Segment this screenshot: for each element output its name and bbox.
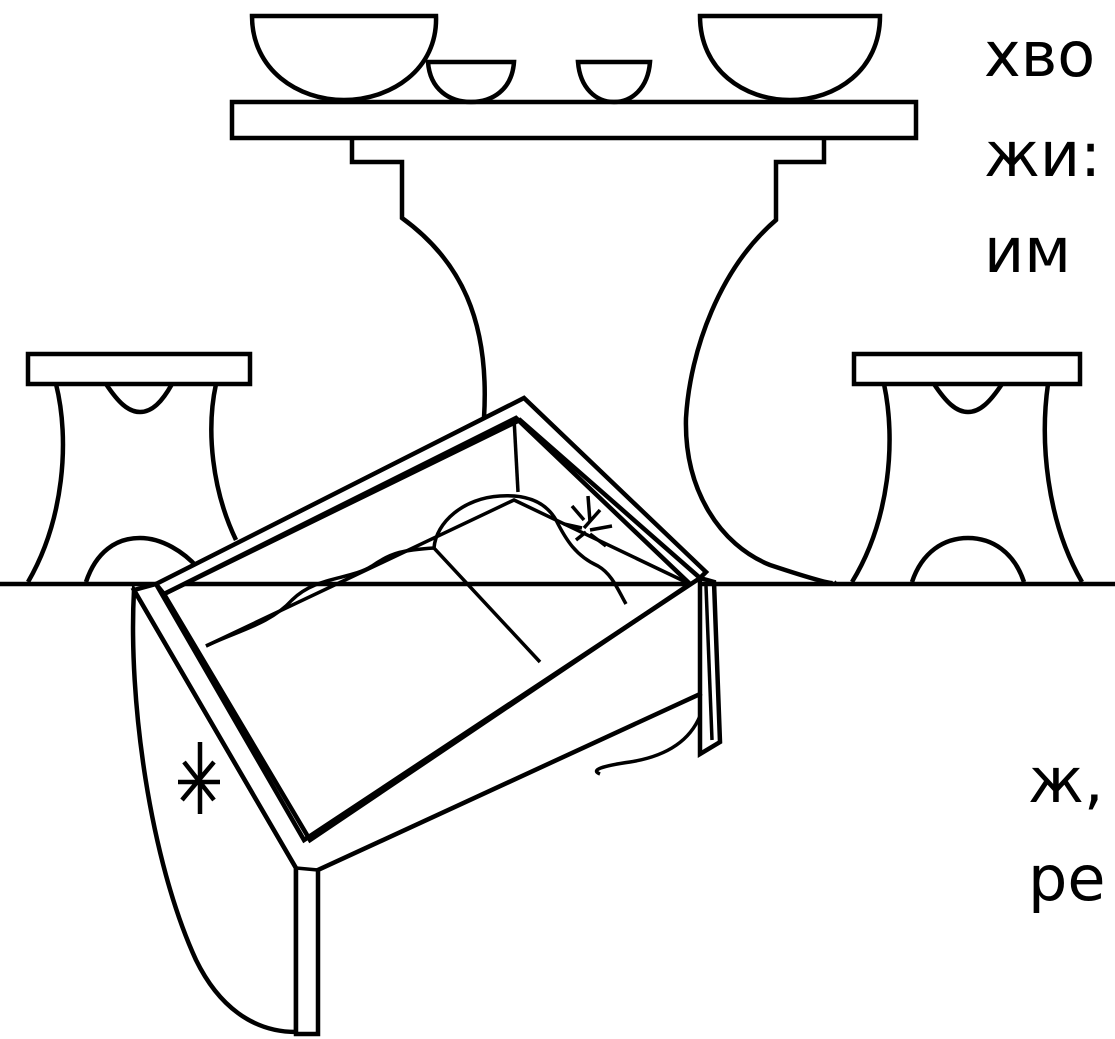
bowl-small-right	[575, 59, 653, 105]
caption-line-3: им	[984, 214, 1072, 287]
table-top	[229, 99, 919, 141]
stool-right-top	[851, 351, 1083, 387]
spark-icon	[563, 495, 613, 548]
stool-left-top-notch	[104, 382, 174, 415]
stool-left-bottom-arch	[83, 535, 200, 583]
asterisk-mark-icon	[178, 742, 220, 814]
bowl-large-right	[697, 13, 883, 103]
table-leg	[349, 138, 487, 419]
bowl-small-left	[425, 59, 517, 105]
cradle-rail-edge	[295, 866, 319, 872]
cradle-right-end	[697, 575, 723, 758]
caption-line-1: хво	[984, 18, 1096, 91]
cradle-pillow	[432, 494, 628, 605]
bowl-large-left	[249, 13, 439, 103]
caption-line-2: жи:	[984, 118, 1102, 191]
cradle-box	[130, 395, 723, 1037]
cradle-far-wall	[152, 395, 710, 597]
caption-line-5: ре	[1028, 842, 1106, 915]
cradle-right-end-inner	[704, 585, 714, 741]
stool-right-bottom-arch	[909, 535, 1027, 583]
cradle-inner	[205, 498, 691, 648]
cradle-inner-vertical	[512, 417, 520, 493]
stool-right	[850, 351, 1084, 584]
cradle-front-wall	[130, 573, 703, 1037]
table-leg-right	[683, 138, 837, 586]
stool-left	[25, 351, 253, 584]
cradle-rocker	[130, 582, 299, 1035]
cradle-blanket	[205, 546, 542, 664]
table-with-bowls	[229, 13, 919, 586]
caption-line-4: ж,	[1028, 744, 1104, 817]
stool-right-body	[850, 383, 1084, 584]
stool-right-top-notch	[932, 382, 1004, 415]
cradle-right-foot	[594, 715, 702, 776]
stool-left-body	[26, 383, 239, 584]
stool-left-top	[25, 351, 253, 387]
